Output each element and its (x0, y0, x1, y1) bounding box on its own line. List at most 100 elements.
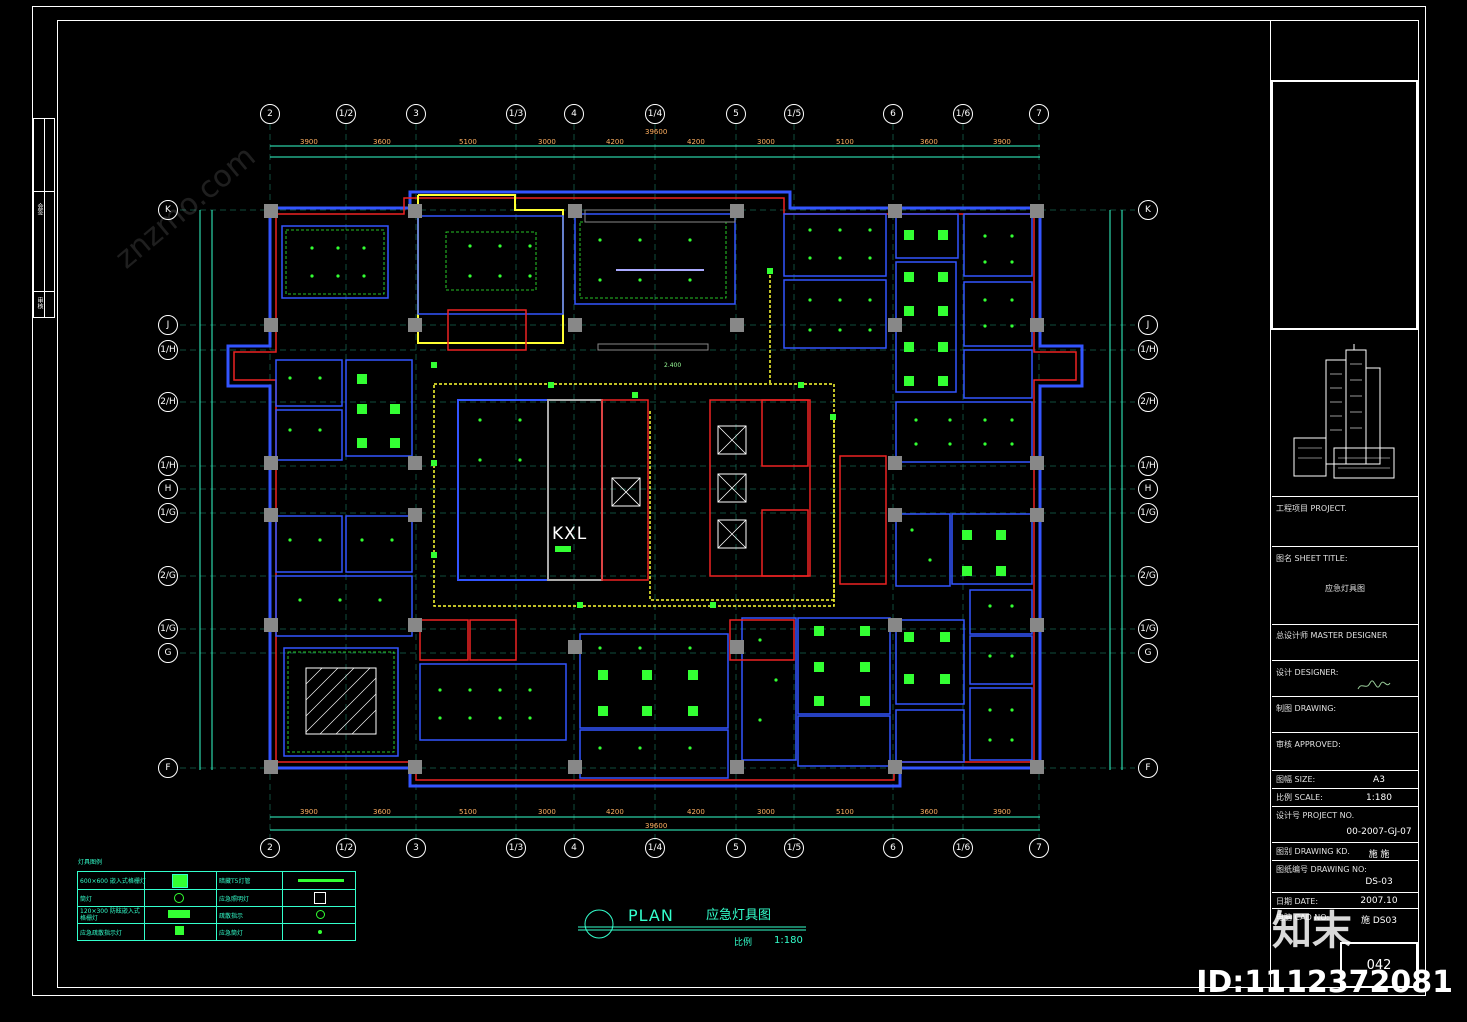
axis-bubble-bottom: 4 (564, 838, 584, 858)
legend-label: 应急筒灯 (219, 930, 244, 937)
floor-plan (180, 124, 1135, 840)
tb-size: 图幅 SIZE: A3 (1272, 770, 1418, 788)
emergency-light-icon (314, 892, 326, 904)
axis-bubble-left: K (158, 200, 178, 220)
tb-master-designer-label: 总设计师 MASTER DESIGNER (1276, 631, 1388, 640)
axis-bubble-right: 2/G (1138, 566, 1158, 586)
legend-heading: 灯具图例 (78, 859, 103, 866)
dimension-bottom: 5100 (459, 808, 477, 816)
legend-label: 应急疏散指示灯 (80, 930, 123, 937)
t5-tube-icon (298, 879, 344, 882)
image-id: ID:1112372081 (1196, 965, 1453, 1000)
evacuation-sign-icon (175, 926, 184, 935)
drawing-outer-border (32, 6, 1426, 996)
axis-bubble-left: 1/H (158, 456, 178, 476)
drawing-inner-border (57, 20, 1419, 988)
dimension-bottom: 3000 (757, 808, 775, 816)
tb-designer: 设计 DESIGNER: (1272, 660, 1418, 696)
tb-cad-value: 施 DS03 (1361, 916, 1397, 926)
designer-signature (1357, 680, 1391, 690)
dimension-bottom: 3900 (993, 808, 1011, 816)
axis-bubble-right: 2/H (1138, 392, 1158, 412)
tb-date-label: 日期 DATE: (1276, 897, 1319, 906)
plan-scale-label: 比例 (734, 938, 753, 948)
tb-size-value: A3 (1373, 775, 1385, 785)
tb-drawing: 制图 DRAWING: (1272, 696, 1418, 732)
tb-sheet-title: 图名 SHEET TITLE: 应急灯具图 (1272, 546, 1418, 624)
axis-bubble-bottom: 1/4 (645, 838, 665, 858)
legend-label: 疏散指示 (219, 913, 244, 920)
axis-bubble-left: H (158, 479, 178, 499)
exit-sign-icon (316, 910, 325, 919)
axis-bubble-left: 1/G (158, 503, 178, 523)
plan-name: 应急灯具图 (706, 908, 772, 923)
axis-bubble-right: 1/G (1138, 619, 1158, 639)
dimension-bottom: 3600 (373, 808, 391, 816)
tb-drawing-kd-label: 图别 DRAWING KD. (1276, 847, 1350, 856)
legend-label: 600×600 嵌入式格栅灯 (80, 878, 146, 885)
emergency-downlight-icon (318, 930, 322, 934)
axis-bubble-top: 5 (726, 104, 746, 124)
tb-size-label: 图幅 SIZE: (1276, 775, 1316, 784)
axis-bubble-top: 1/3 (506, 104, 526, 124)
axis-bubble-left: G (158, 643, 178, 663)
dimension-top: 5100 (836, 138, 854, 146)
dimension-top: 5100 (459, 138, 477, 146)
tb-scale-label: 比例 SCALE: (1276, 793, 1323, 802)
axis-bubble-top: 7 (1029, 104, 1049, 124)
plan-title-mark (578, 909, 806, 939)
tb-project: 工程项目 PROJECT. (1272, 496, 1418, 546)
dimension-top: 3600 (920, 138, 938, 146)
legend-label: 筒灯 (80, 896, 93, 903)
tb-cad-label: 电脑 CAD NO: (1276, 913, 1330, 922)
tb-drawing-kd: 图别 DRAWING KD. 施 施 (1272, 842, 1418, 860)
axis-bubble-bottom: 6 (883, 838, 903, 858)
title-block (1270, 20, 1419, 988)
dimension-bottom: 3600 (920, 808, 938, 816)
plan-word: PLAN (628, 906, 674, 925)
dimension-top: 3900 (300, 138, 318, 146)
tb-project-no-value: 00-2007-GJ-07 (1346, 827, 1412, 837)
axis-bubble-top: 1/2 (336, 104, 356, 124)
tb-designer-label: 设计 DESIGNER: (1276, 668, 1339, 677)
dimension-bottom: 3900 (300, 808, 318, 816)
dimension-total-top: 39600 (645, 128, 668, 136)
legend-label: 120×300 防眩嵌入式格栅灯 (80, 908, 140, 922)
dimension-bottom: 4200 (606, 808, 624, 816)
axis-bubble-top: 6 (883, 104, 903, 124)
axis-bubble-bottom: 5 (726, 838, 746, 858)
axis-bubble-right: H (1138, 479, 1158, 499)
watermark-brand: 知末 (1272, 908, 1352, 954)
axis-bubble-bottom: 2 (260, 838, 280, 858)
axis-bubble-top: 2 (260, 104, 280, 124)
axis-bubble-bottom: 1/5 (784, 838, 804, 858)
axis-bubble-top: 3 (406, 104, 426, 124)
axis-bubble-left: F (158, 758, 178, 778)
axis-bubble-top: 1/5 (784, 104, 804, 124)
legend-label: 应急照明灯 (219, 896, 250, 903)
tb-project-label: 工程项目 PROJECT. (1276, 504, 1347, 513)
axis-bubble-right: F (1138, 758, 1158, 778)
tb-project-no-label: 设计号 PROJECT NO. (1276, 811, 1355, 820)
axis-bubble-bottom: 7 (1029, 838, 1049, 858)
axis-bubble-bottom: 1/3 (506, 838, 526, 858)
axis-bubble-right: 1/H (1138, 340, 1158, 360)
tb-sheet-title-label: 图名 SHEET TITLE: (1276, 554, 1348, 563)
axis-bubble-left: J (158, 315, 178, 335)
tb-project-no: 设计号 PROJECT NO. 00-2007-GJ-07 (1272, 806, 1418, 842)
tb-sheet-title-value: 应急灯具图 (1325, 584, 1365, 593)
anti-glare-light-icon (168, 910, 190, 918)
axis-bubble-left: 1/G (158, 619, 178, 639)
axis-bubble-left: 2/H (158, 392, 178, 412)
downlight-icon (174, 893, 184, 903)
axis-bubble-right: 1/H (1138, 456, 1158, 476)
axis-bubble-right: K (1138, 200, 1158, 220)
grille-light-icon (172, 874, 188, 888)
dimension-top: 3000 (757, 138, 775, 146)
axis-bubble-right: G (1138, 643, 1158, 663)
tb-master-designer: 总设计师 MASTER DESIGNER (1272, 624, 1418, 660)
building-logo-icon (1293, 344, 1395, 479)
tb-sheet-number: 042 (1366, 958, 1392, 973)
tb-drawing-kd-value: 施 施 (1368, 850, 1390, 860)
axis-bubble-right: J (1138, 315, 1158, 335)
